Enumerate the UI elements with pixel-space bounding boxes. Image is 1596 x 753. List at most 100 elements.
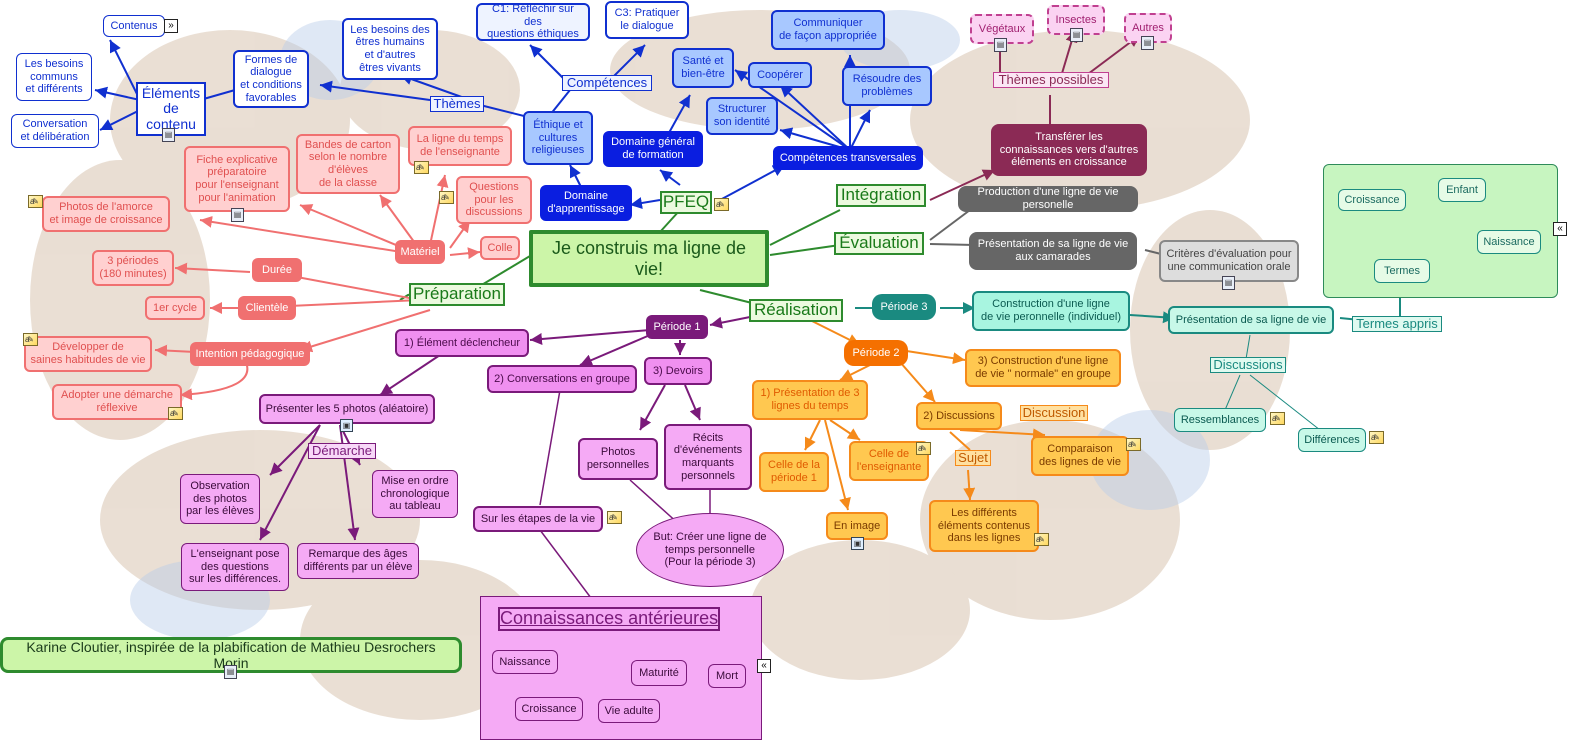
node-comparaison[interactable]: Comparaison des lignes de vie — [1031, 436, 1129, 476]
document-icon[interactable]: ▤ — [994, 38, 1007, 52]
label-termes-appris[interactable]: Termes appris — [1352, 316, 1442, 333]
node-construction-groupe[interactable]: 3) Construction d'une ligne de vie " nor… — [965, 349, 1121, 387]
node-differents-elements[interactable]: Les différents éléments contenus dans le… — [929, 500, 1039, 552]
node-etapes[interactable]: Sur les étapes de la vie — [473, 506, 603, 532]
note-icon[interactable]: ✎ — [28, 195, 43, 208]
note-icon[interactable]: ✎ — [1034, 533, 1049, 546]
node-c1[interactable]: C1: Réfléchir sur des questions éthiques — [476, 3, 590, 41]
branch-label-realisation[interactable]: Réalisation — [749, 299, 843, 322]
node-clientele[interactable]: Clientèle — [238, 296, 296, 320]
node-adopter[interactable]: Adopter une démarche réflexive — [52, 384, 182, 420]
label-connaissances[interactable]: Connaissances antérieures — [498, 607, 720, 631]
node-remarque[interactable]: Remarque des âges différents par un élèv… — [297, 543, 419, 579]
node-presentation-camarades[interactable]: Présentation de sa ligne de vie aux cama… — [969, 232, 1137, 270]
note-icon[interactable]: ✎ — [607, 511, 622, 524]
image-icon[interactable]: ▣ — [340, 419, 353, 432]
document-icon[interactable]: ▤ — [1222, 276, 1235, 290]
note-icon[interactable]: ✎ — [1270, 412, 1285, 425]
node-fiche[interactable]: Fiche explicative préparatoire pour l'en… — [184, 146, 290, 212]
node-celle-periode-1[interactable]: Celle de la période 1 — [759, 452, 829, 492]
document-icon[interactable]: ▤ — [231, 208, 244, 222]
note-icon[interactable]: ✎ — [714, 198, 729, 211]
node-resoudre[interactable]: Résoudre des problèmes — [842, 66, 932, 106]
branch-label-preparation[interactable]: Préparation — [409, 283, 505, 306]
node-observation[interactable]: Observation des photos par les élèves — [180, 474, 260, 524]
label-sujet[interactable]: Sujet — [955, 450, 991, 467]
central-topic[interactable]: Je construis ma ligne de vie! — [529, 230, 769, 287]
node-developper[interactable]: Développer de saines habitudes de vie — [24, 336, 152, 372]
node-periode-3[interactable]: Période 3 — [872, 294, 936, 320]
label-elements-contenu[interactable]: Éléments de contenu — [136, 82, 206, 137]
node-photos-amorce[interactable]: Photos de l'amorce et image de croissanc… — [42, 196, 170, 232]
node-construction-individuel[interactable]: Construction d'une ligne de vie peronnel… — [972, 291, 1130, 331]
node-besoins-humains[interactable]: Les besoins des êtres humains et d'autre… — [342, 18, 438, 80]
note-icon[interactable]: ✎ — [1126, 438, 1141, 451]
node-photos-perso[interactable]: Photos personnelles — [578, 438, 658, 480]
node-mise-ordre[interactable]: Mise en ordre chronologique au tableau — [372, 470, 458, 518]
node-ligne-temps-ens[interactable]: La ligne du temps de l'enseignante — [408, 126, 512, 166]
node-structurer[interactable]: Structurer son identité — [706, 97, 778, 135]
node-production[interactable]: Production d'une ligne de vie personelle — [958, 186, 1138, 212]
node-3-periodes[interactable]: 3 périodes (180 minutes) — [92, 250, 174, 286]
node-communiquer[interactable]: Communiquer de façon appropriée — [771, 10, 885, 50]
node-en-image[interactable]: En image — [826, 512, 888, 540]
expand-icon[interactable]: » — [164, 19, 178, 33]
node-periode-1[interactable]: Période 1 — [646, 315, 708, 339]
node-maturite[interactable]: Maturité — [631, 660, 687, 686]
node-transferer[interactable]: Transférer les connaissances vers d'autr… — [991, 124, 1147, 176]
node-besoins-communs[interactable]: Les besoins communs et différents — [16, 53, 92, 101]
document-icon[interactable]: ▤ — [224, 665, 237, 679]
node-discussions-2[interactable]: 2) Discussions — [916, 402, 1002, 430]
branch-label-integration[interactable]: Intégration — [836, 184, 926, 207]
node-devoirs[interactable]: 3) Devoirs — [644, 357, 712, 385]
node-intention[interactable]: Intention pédagogique — [190, 342, 310, 366]
node-element-declencheur[interactable]: 1) Élément déclencheur — [395, 329, 529, 357]
node-recits[interactable]: Récits d'événements marquants personnels — [664, 424, 752, 490]
label-discussion[interactable]: Discussion — [1020, 405, 1088, 422]
node-1er-cycle[interactable]: 1er cycle — [145, 296, 205, 320]
node-but[interactable]: But: Créer une ligne de temps personnell… — [636, 513, 784, 587]
document-icon[interactable]: ▤ — [1141, 36, 1154, 50]
node-questions[interactable]: Questions pour les discussions — [456, 176, 532, 224]
node-enseignant-pose[interactable]: L'enseignant pose des questions sur les … — [181, 543, 289, 591]
document-icon[interactable]: ▤ — [1070, 28, 1083, 42]
document-icon[interactable]: ▤ — [162, 128, 175, 142]
node-bandes[interactable]: Bandes de carton selon le nombre d'élève… — [296, 134, 400, 194]
node-formes-dialogue[interactable]: Formes de dialogue et conditions favorab… — [233, 50, 309, 108]
node-domaine-general[interactable]: Domaine général de formation — [603, 131, 703, 167]
node-conversations-groupe[interactable]: 2) Conversations en groupe — [487, 365, 637, 393]
note-icon[interactable]: ✎ — [23, 333, 38, 346]
node-materiel[interactable]: Matériel — [395, 240, 445, 264]
note-icon[interactable]: ✎ — [414, 161, 429, 174]
note-icon[interactable]: ✎ — [916, 442, 931, 455]
collapse-icon[interactable]: « — [1553, 222, 1567, 236]
node-termes[interactable]: Termes — [1374, 259, 1430, 283]
node-periode-2[interactable]: Période 2 — [844, 340, 908, 366]
node-presentation-3-lignes[interactable]: 1) Présentation de 3 lignes du temps — [752, 380, 868, 420]
branch-label-pfeq[interactable]: PFEQ — [660, 191, 712, 214]
node-differences[interactable]: Différences — [1298, 428, 1366, 452]
node-mort[interactable]: Mort — [708, 664, 746, 688]
node-cooperer[interactable]: Coopérer — [748, 62, 812, 88]
note-icon[interactable]: ✎ — [1369, 431, 1384, 444]
note-icon[interactable]: ✎ — [439, 191, 454, 204]
node-croissance-connaissance[interactable]: Croissance — [515, 697, 583, 721]
node-c3[interactable]: C3: Pratiquer le dialogue — [605, 1, 689, 39]
label-competences[interactable]: Compétences — [562, 75, 652, 92]
node-colle[interactable]: Colle — [480, 236, 520, 260]
node-competences-transversales[interactable]: Compétences transversales — [773, 146, 923, 170]
note-icon[interactable]: ✎ — [168, 407, 183, 420]
node-conversation[interactable]: Conversation et délibération — [11, 114, 99, 148]
node-naissance-connaissance[interactable]: Naissance — [492, 650, 558, 674]
node-contenus[interactable]: Contenus — [103, 15, 165, 37]
collapse-icon[interactable]: « — [757, 659, 771, 673]
node-enfant[interactable]: Enfant — [1438, 178, 1486, 202]
label-discussions[interactable]: Discussions — [1210, 357, 1286, 374]
image-icon[interactable]: ▣ — [851, 537, 864, 550]
node-vie-adulte[interactable]: Vie adulte — [598, 699, 660, 723]
node-presenter-photos[interactable]: Présenter les 5 photos (aléatoire) — [259, 394, 435, 424]
node-presentation-ligne[interactable]: Présentation de sa ligne de vie — [1168, 306, 1334, 334]
node-naissance-terme[interactable]: Naissance — [1477, 230, 1541, 254]
credit-box[interactable]: Karine Cloutier, inspirée de la plabific… — [0, 637, 462, 673]
node-duree[interactable]: Durée — [252, 258, 302, 282]
